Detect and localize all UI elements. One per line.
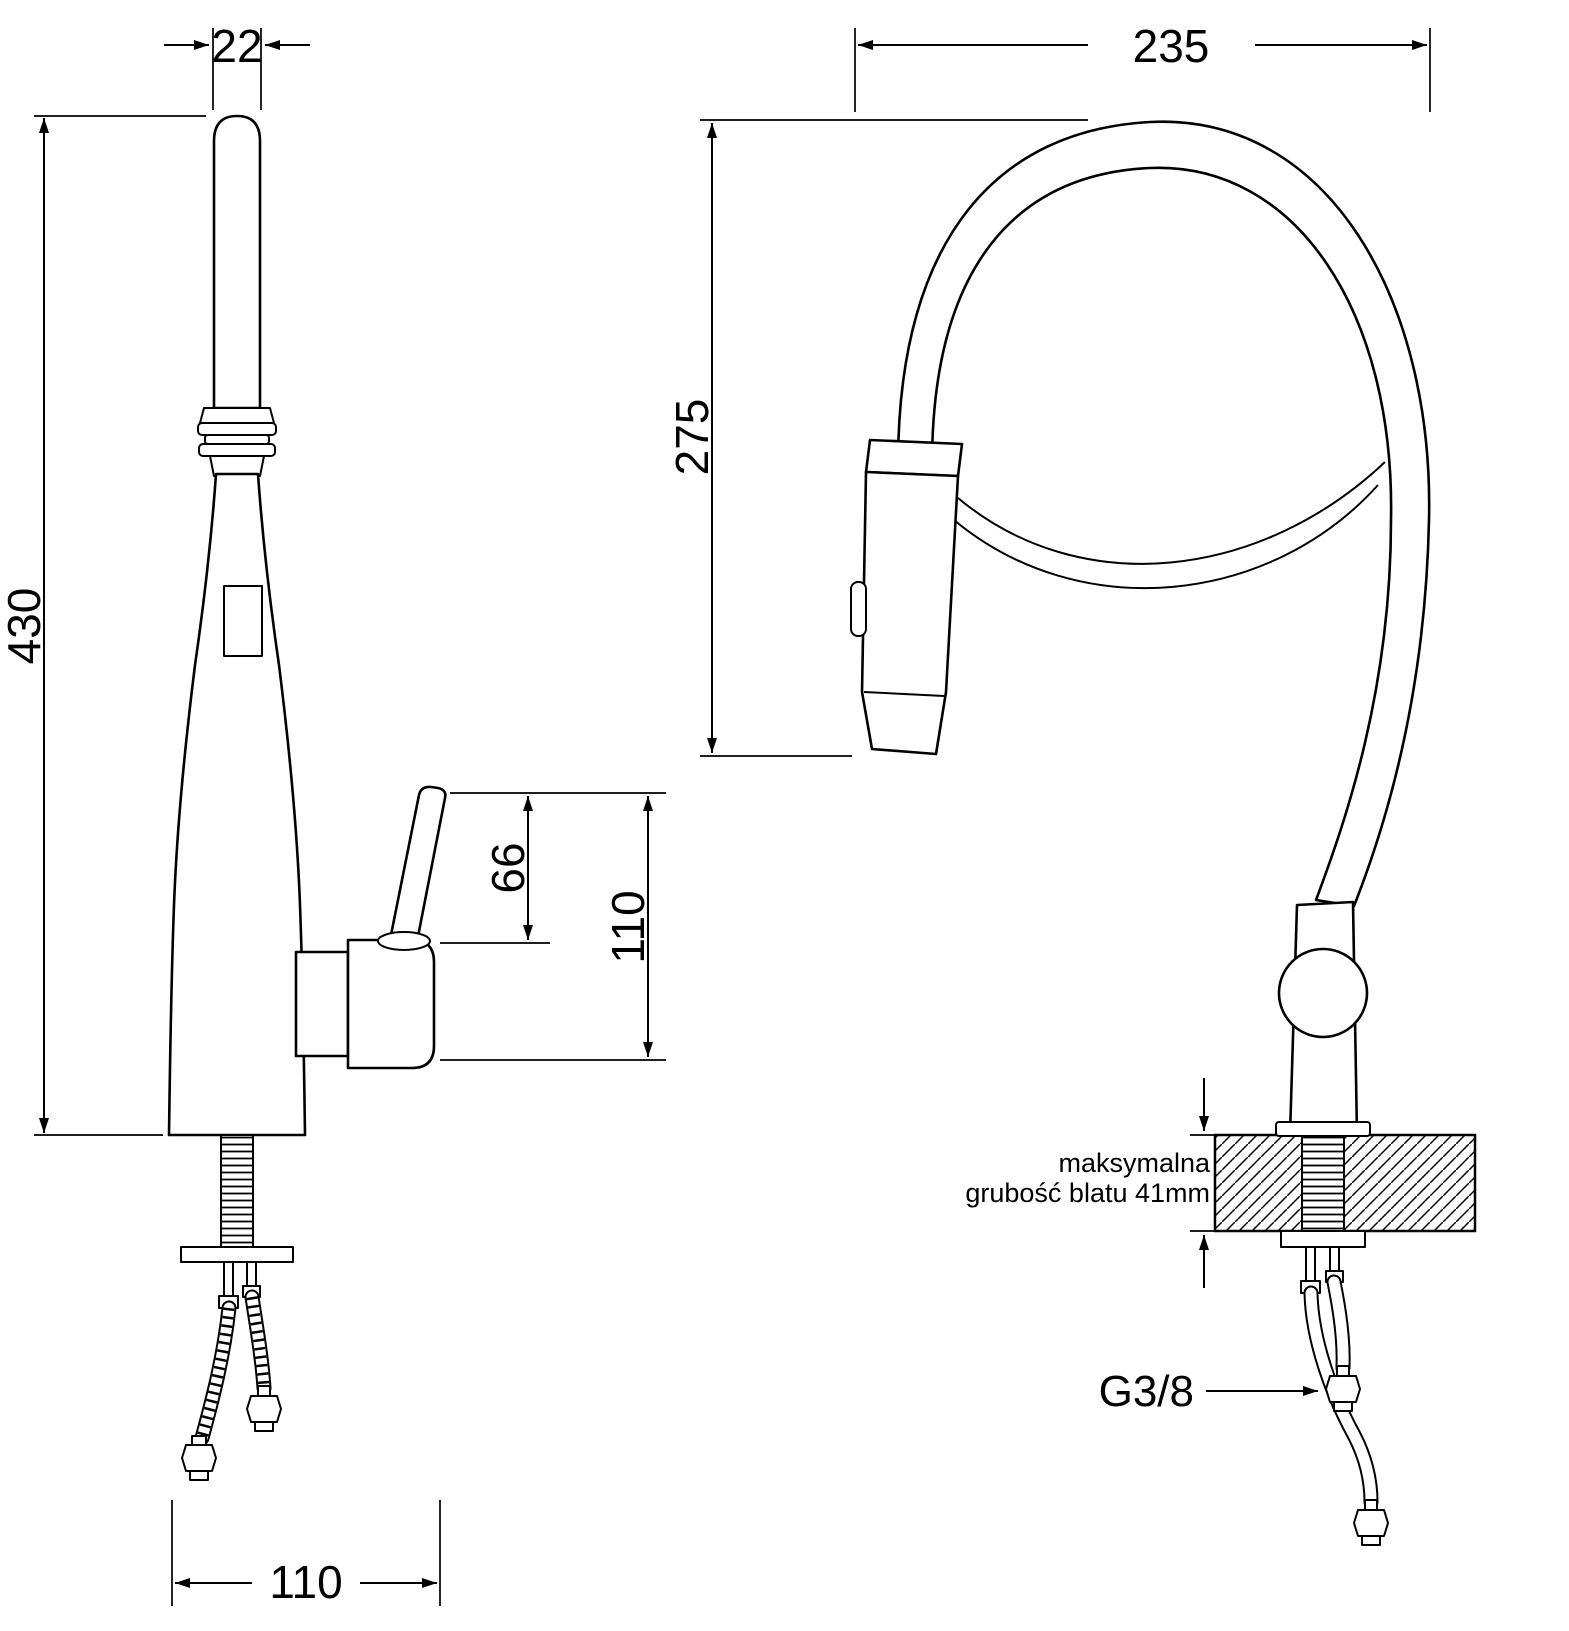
base-plate [1275,1121,1371,1137]
mounting-flange [1280,1230,1366,1248]
threaded-shank [220,1134,254,1248]
dim-base-depth: 110 [171,1500,441,1608]
hose-hex-nut [246,1395,282,1423]
dim-handle-height-label: 110 [602,890,654,963]
handle-knob [1277,947,1369,1039]
dim-spout-reach: 235 [854,20,1431,112]
handle-lever [386,785,447,954]
mounting-rod [1305,1246,1316,1286]
supply-hose [1326,1274,1351,1376]
spout-collar-flare [199,407,275,424]
handle-pivot [377,931,431,951]
dim-total-height-label: 430 [0,588,50,665]
dim-total-height: 430 [0,115,206,1136]
right-view: 235 275 maksymalna grubość blatu 41mm G3… [666,20,1477,1546]
spray-button [850,581,867,637]
body-label-plate [223,585,263,657]
dim-spout-width-label: 22 [211,20,262,72]
dim-spout-height-label: 275 [666,399,718,476]
hose-nut-cap [189,1470,209,1481]
counter-note-line1: maksymalna [1058,1148,1211,1178]
spray-head-collar [864,438,964,478]
spout-collar-band [197,422,277,436]
hose-nut-cap [254,1421,274,1432]
right-faucet-drawing [850,120,1477,1546]
thread-size-label: G3/8 [1099,1367,1194,1416]
spout-collar-band [198,443,276,457]
counter-thickness-note: maksymalna grubość blatu 41mm [965,1078,1216,1288]
supply-hose [1303,1285,1379,1510]
hose-nut-cap [1333,1401,1353,1412]
dim-spout-reach-label: 235 [1133,20,1210,72]
dim-handle-height: 110 [440,796,666,1061]
thread-size-callout: G3/8 [1099,1367,1318,1416]
spout-neck [209,455,265,477]
hose-stub [257,1385,271,1397]
dim-spout-height: 275 [666,119,1088,757]
hose-stub [1336,1365,1350,1377]
left-faucet-drawing [167,114,447,1481]
handle-body [346,938,436,1070]
mounting-flange [180,1246,294,1263]
threaded-shank [1301,1134,1345,1232]
left-view: 22 430 66 110 110 [0,20,666,1608]
pulldown-hose [957,461,1386,565]
faucet-body [167,472,307,1137]
dim-lever-height: 66 [440,792,666,944]
dim-spout-width: 22 [164,20,310,110]
hose-hex-nut [1353,1509,1389,1537]
hose-hex-nut [181,1444,217,1472]
mounting-rod [223,1261,234,1301]
hose-nut-cap [1361,1535,1381,1546]
supply-hose [244,1289,272,1396]
hose-hex-nut [1325,1375,1361,1403]
counter-note-line2: grubość blatu 41mm [965,1178,1210,1208]
pulldown-hose [953,484,1379,590]
spout-collar-band [204,434,270,445]
spout-tube [212,114,262,410]
handle-connector [294,950,350,1058]
dim-lever-height-label: 66 [482,842,534,893]
hose-stub [1364,1499,1378,1511]
spray-head-tip-line [863,691,945,697]
spray-head [860,470,960,756]
dim-base-depth-label: 110 [269,1556,342,1608]
supply-hose [194,1300,237,1446]
